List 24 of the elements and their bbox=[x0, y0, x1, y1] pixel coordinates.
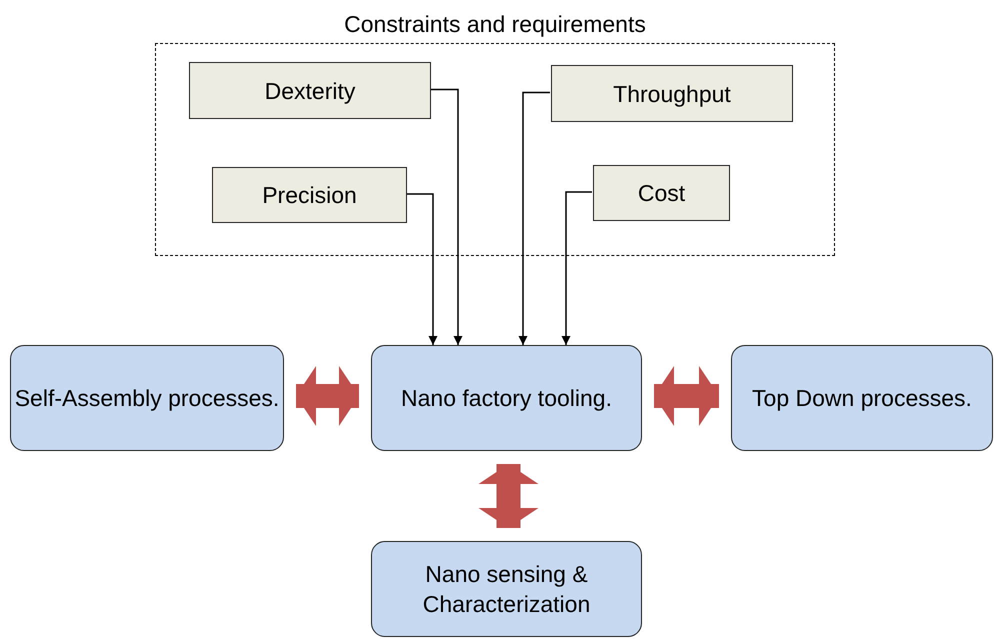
node-label: Dexterity bbox=[264, 76, 356, 106]
node-label: Self-Assembly processes. bbox=[14, 384, 280, 413]
node-label: Precision bbox=[262, 181, 357, 210]
process-box bbox=[371, 345, 642, 451]
group-heading: Constraints and requirements bbox=[343, 10, 647, 39]
process-box bbox=[731, 345, 993, 451]
process-box bbox=[212, 167, 407, 223]
process-box bbox=[10, 345, 284, 451]
process-box bbox=[551, 65, 793, 122]
double-arrow bbox=[478, 464, 538, 528]
node-label: Top Down processes. bbox=[752, 384, 972, 413]
arrow bbox=[562, 191, 592, 345]
node-label: Nano sensing & Characterization bbox=[422, 560, 592, 619]
node-label: Throughput bbox=[613, 80, 731, 108]
process-box bbox=[371, 541, 642, 637]
arrow bbox=[406, 193, 438, 345]
arrow bbox=[430, 88, 462, 345]
process-box bbox=[593, 165, 730, 221]
double-arrow bbox=[296, 366, 359, 426]
arrow bbox=[518, 92, 550, 345]
process-box bbox=[189, 62, 431, 119]
double-arrow bbox=[654, 366, 719, 426]
node-label: Cost bbox=[638, 179, 686, 208]
node-label: Nano factory tooling. bbox=[401, 384, 612, 413]
